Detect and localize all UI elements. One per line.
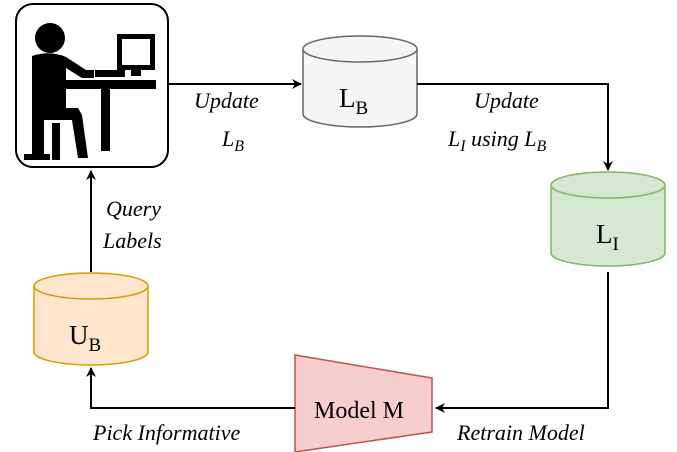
annotator-node (15, 3, 169, 168)
labeled-set-cylinder: LI (550, 171, 666, 267)
svg-text:Query: Query (106, 196, 161, 221)
labeled-batch-cylinder: LB (302, 35, 418, 128)
ub-body (33, 286, 149, 366)
ub-label: UB (69, 320, 101, 356)
arrow-lb-to-li (417, 83, 613, 171)
model-node: Model M (294, 354, 433, 452)
lb-top (302, 35, 418, 63)
person-at-computer-icon (24, 23, 156, 160)
label-update-li: Update LI using LB (447, 88, 547, 155)
label-update-lb: Update LB (194, 88, 259, 155)
svg-text:LB: LB (221, 126, 244, 155)
li-top (550, 171, 666, 199)
label-pick-informative: Pick Informative (92, 420, 240, 445)
arrow-model-to-ub (86, 367, 295, 409)
ub-top (33, 272, 149, 300)
svg-text:Update: Update (194, 88, 259, 113)
unlabeled-batch-cylinder: UB (33, 272, 149, 366)
arrow-li-to-model (435, 272, 609, 413)
svg-text:Update: Update (474, 88, 539, 113)
li-label: LI (596, 219, 619, 255)
li-body (550, 185, 666, 267)
lb-label: LB (339, 83, 368, 119)
lb-body (302, 49, 418, 128)
model-trapezoid (294, 354, 433, 452)
svg-text:Labels: Labels (102, 228, 162, 253)
svg-text:LI using LB: LI using LB (447, 126, 547, 155)
label-retrain-model: Retrain Model (456, 420, 585, 445)
model-label: Model M (314, 398, 404, 424)
label-query-labels: Query Labels (102, 196, 162, 253)
